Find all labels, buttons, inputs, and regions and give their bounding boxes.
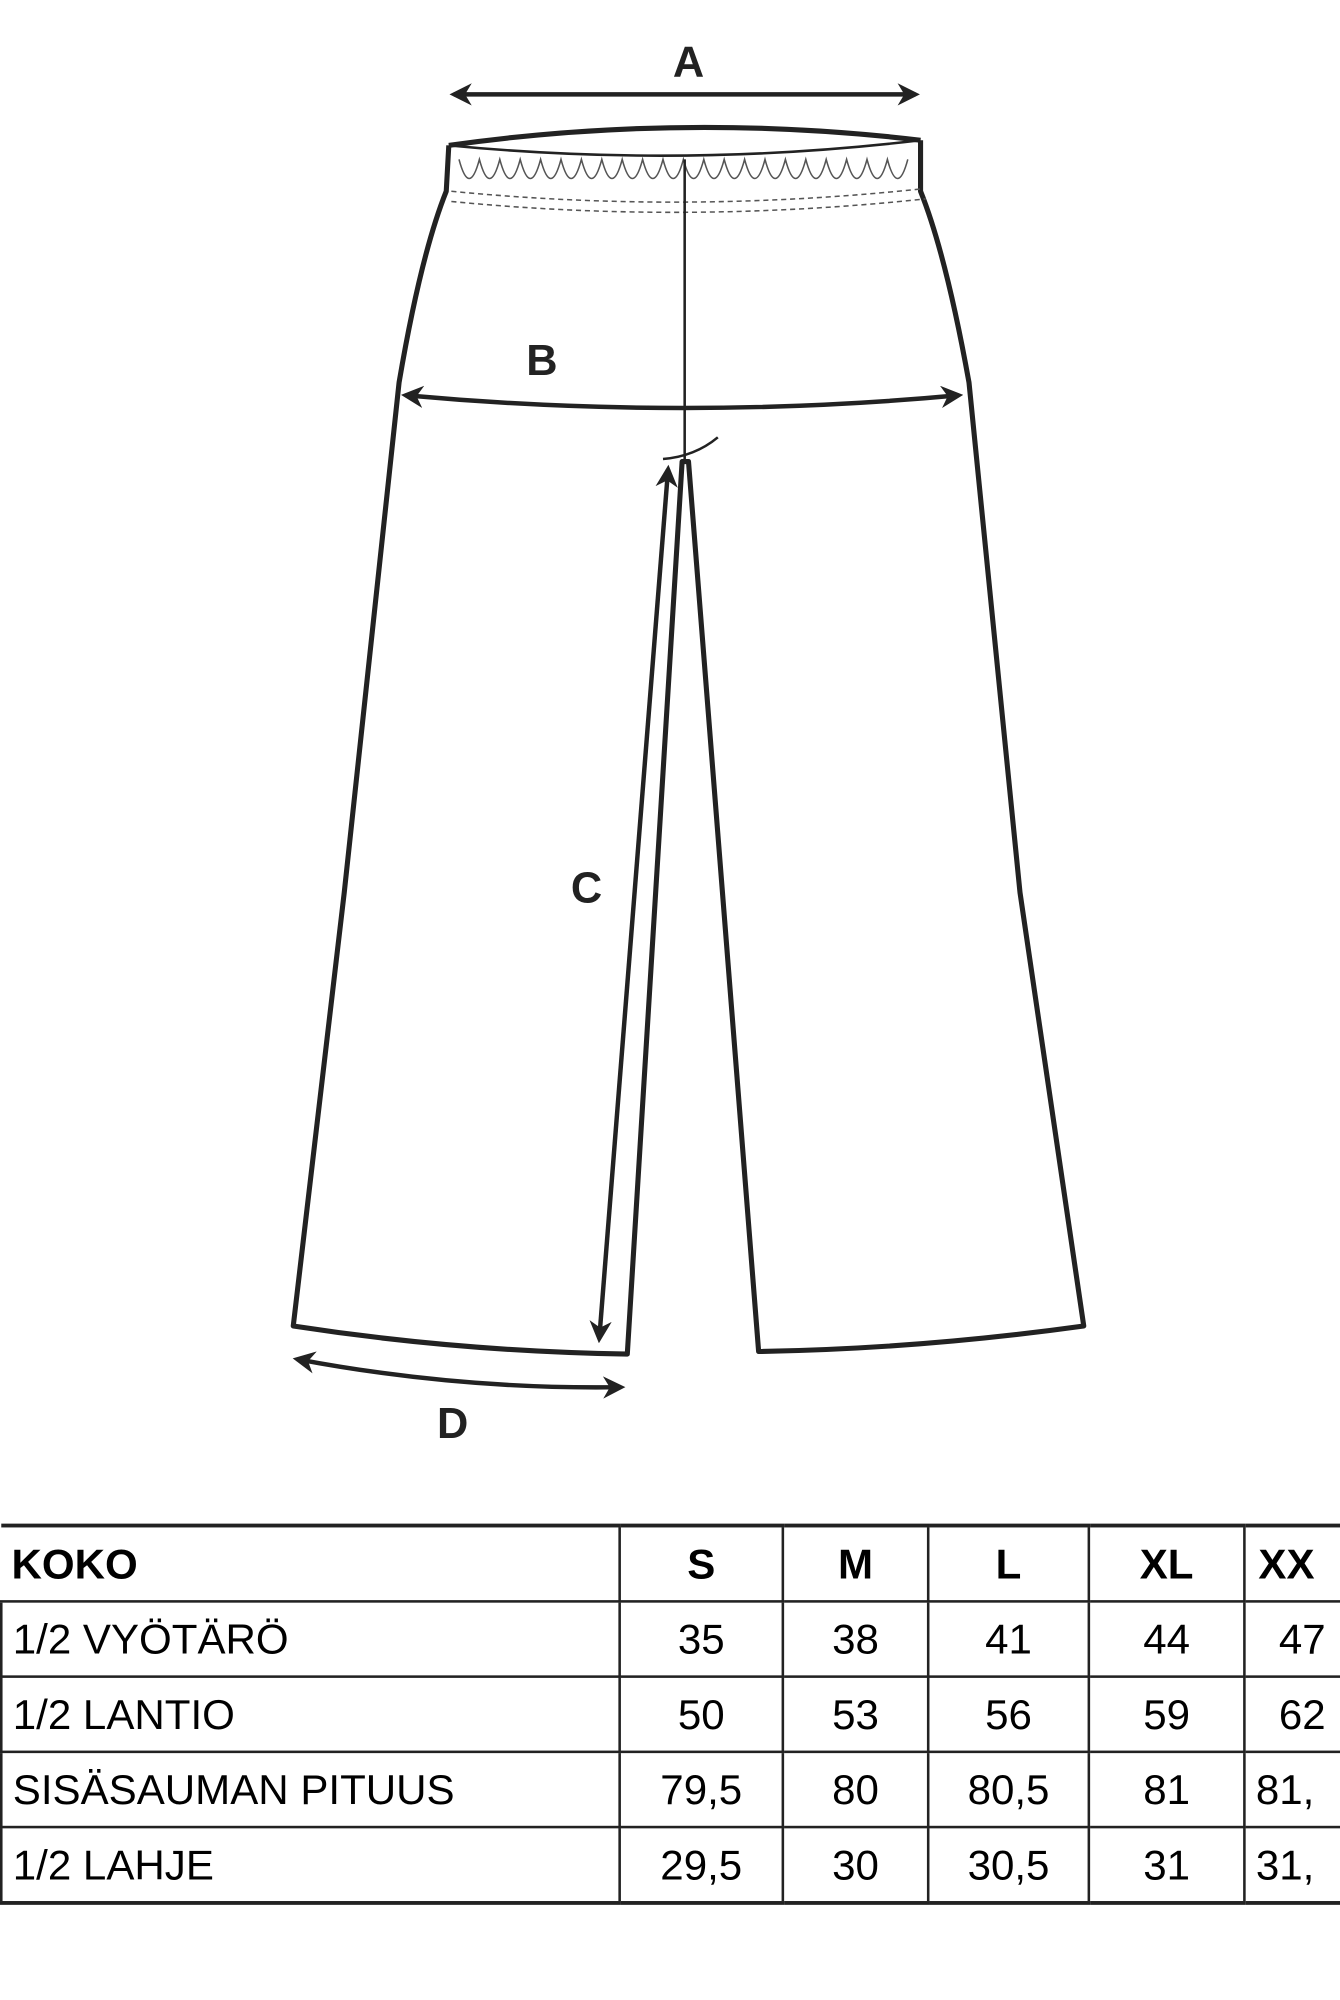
cell: 80,5 — [926, 1750, 1091, 1829]
pants-diagram: A B C D — [290, 39, 1087, 1448]
table-header-row: KOKO S M L XL XX — [1, 1523, 1340, 1603]
cell: 81 — [1087, 1750, 1246, 1829]
arrow-b — [401, 385, 964, 411]
header-size: XX — [1243, 1523, 1340, 1603]
cell: 50 — [618, 1675, 785, 1754]
size-table: KOKO S M L XL XX 1/2 VYÖTÄRÖ 35 38 41 44… — [0, 1523, 1340, 1905]
cell: 56 — [926, 1675, 1091, 1754]
table-row: 1/2 VYÖTÄRÖ 35 38 41 44 47 — [0, 1600, 1340, 1678]
cell: 44 — [1087, 1600, 1246, 1678]
fly-seam — [662, 159, 719, 462]
label-d: D — [437, 1400, 468, 1448]
header-size: S — [618, 1523, 785, 1603]
table-row: SISÄSAUMAN PITUUS 79,5 80 80,5 81 81, — [0, 1750, 1340, 1829]
cell: 29,5 — [618, 1825, 785, 1905]
header-koko: KOKO — [1, 1523, 621, 1603]
cell: 30 — [781, 1825, 930, 1905]
cell: 38 — [781, 1600, 930, 1678]
label-a: A — [673, 39, 704, 87]
label-c: C — [571, 865, 602, 913]
header-size: L — [926, 1523, 1091, 1603]
cell: 35 — [618, 1600, 785, 1678]
measure-arrows — [292, 83, 964, 1399]
cell: 41 — [926, 1600, 1091, 1678]
cell: 81, — [1243, 1750, 1340, 1829]
header-size: XL — [1087, 1523, 1246, 1603]
cell: 59 — [1087, 1675, 1246, 1754]
pants-outline — [290, 124, 1087, 1357]
header-size: M — [781, 1523, 930, 1603]
arrow-c — [589, 464, 678, 1344]
cell: 62 — [1243, 1675, 1340, 1754]
row-label: 1/2 VYÖTÄRÖ — [0, 1600, 621, 1678]
cell: 30,5 — [926, 1825, 1091, 1905]
waistband-gathers — [451, 156, 926, 214]
cell: 53 — [781, 1675, 930, 1754]
cell: 31 — [1087, 1825, 1246, 1905]
arrow-d — [292, 1351, 626, 1399]
table-row: 1/2 LANTIO 50 53 56 59 62 — [0, 1675, 1340, 1754]
row-label: 1/2 LAHJE — [0, 1825, 621, 1905]
cell: 79,5 — [618, 1750, 785, 1829]
row-label: 1/2 LANTIO — [0, 1675, 621, 1754]
row-label: SISÄSAUMAN PITUUS — [0, 1750, 621, 1829]
cell: 31, — [1243, 1825, 1340, 1905]
label-b: B — [526, 337, 557, 385]
cell: 80 — [781, 1750, 930, 1829]
cell: 47 — [1243, 1600, 1340, 1678]
table-row: 1/2 LAHJE 29,5 30 30,5 31 31, — [0, 1825, 1340, 1905]
